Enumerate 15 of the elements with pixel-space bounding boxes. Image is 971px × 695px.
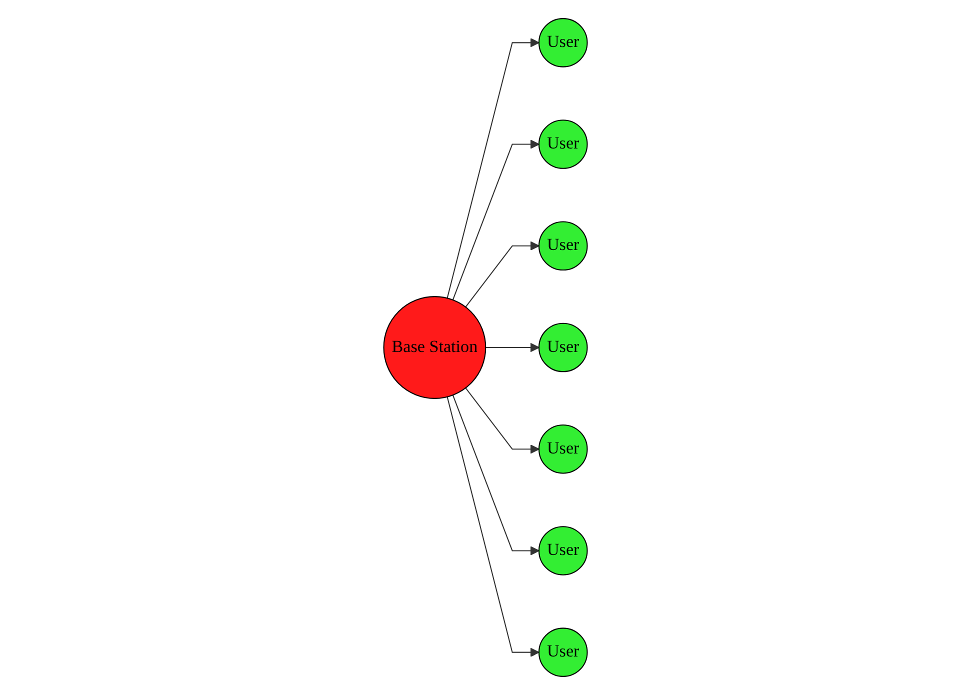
node-circle: User xyxy=(538,221,588,271)
node-circle: User xyxy=(538,424,588,474)
node-circle: Base Station xyxy=(383,296,486,399)
node-circle: User xyxy=(538,628,588,677)
node-circle: User xyxy=(538,120,588,169)
node-circle: User xyxy=(538,526,588,576)
arrow xyxy=(452,394,540,556)
arrow xyxy=(446,38,540,298)
node-circle: User xyxy=(538,322,588,372)
node-circle: User xyxy=(538,18,588,68)
arrow xyxy=(465,241,540,308)
arrow xyxy=(486,342,540,352)
arrow xyxy=(446,396,540,658)
arrow xyxy=(452,140,540,300)
arrow xyxy=(465,388,540,454)
